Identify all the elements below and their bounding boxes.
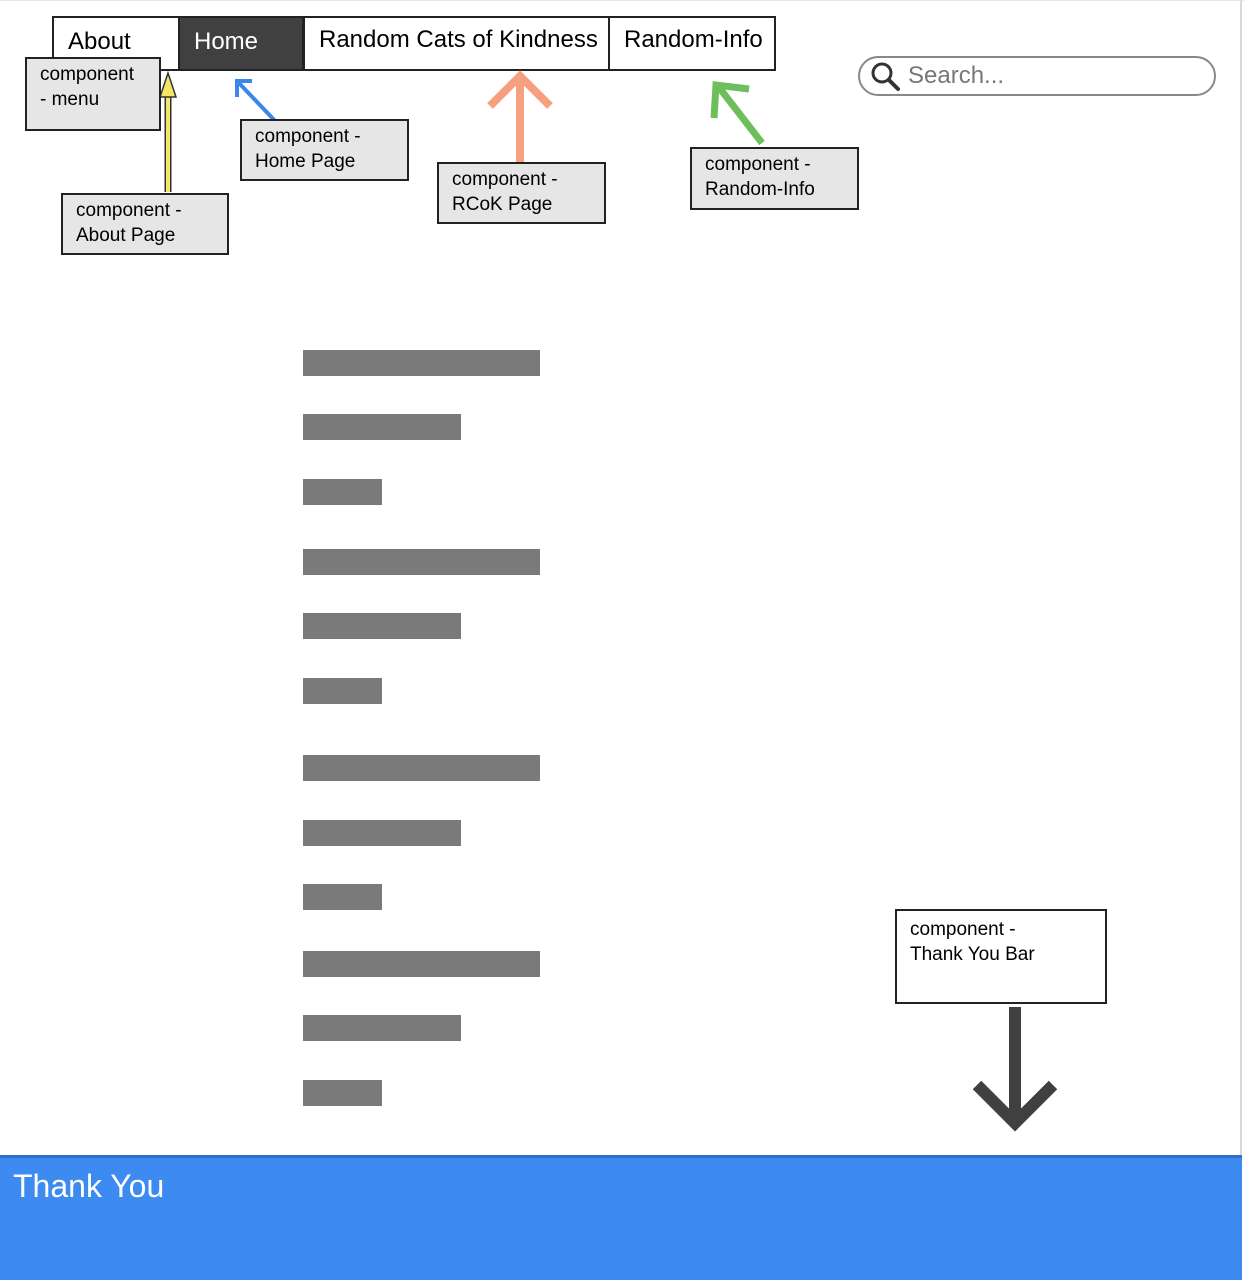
- annotation-line: Home Page: [255, 151, 356, 172]
- placeholder-bar: [303, 951, 540, 977]
- placeholder-bar: [303, 1015, 461, 1041]
- annotation-line: component -: [255, 126, 361, 147]
- annotation-rcok-page: component - RCoK Page: [437, 162, 606, 224]
- annotation-line: component -: [705, 154, 811, 175]
- annotation-thank-you-bar: component - Thank You Bar: [895, 909, 1107, 1004]
- placeholder-bar: [303, 613, 461, 639]
- placeholder-bar: [303, 678, 382, 704]
- search-icon[interactable]: [868, 59, 902, 93]
- placeholder-bar: [303, 1080, 382, 1106]
- placeholder-bar: [303, 350, 540, 376]
- annotation-line: Random-Info: [705, 179, 815, 200]
- search-box[interactable]: [858, 56, 1216, 96]
- annotation-line: RCoK Page: [452, 194, 553, 215]
- home-arrow: [235, 79, 280, 126]
- annotation-line: component -: [910, 919, 1016, 940]
- placeholder-bar: [303, 479, 382, 505]
- annotation-line: component -: [76, 200, 182, 221]
- annotation-line: component: [40, 64, 135, 85]
- placeholder-bar: [303, 884, 382, 910]
- tab-random-info[interactable]: Random-Info: [608, 16, 776, 71]
- annotation-random-info: component - Random-Info: [690, 147, 859, 210]
- placeholder-bar: [303, 820, 461, 846]
- annotation-home-page: component - Home Page: [240, 119, 409, 181]
- tab-random-cats-of-kindness[interactable]: Random Cats of Kindness: [303, 16, 610, 71]
- about-arrow: [158, 70, 178, 192]
- tab-home[interactable]: Home: [178, 16, 304, 71]
- placeholder-bar: [303, 755, 540, 781]
- thank-you-arrow: [972, 1007, 1058, 1132]
- placeholder-bar: [303, 414, 461, 440]
- annotation-component-menu: component - menu: [25, 57, 161, 131]
- thank-you-bar: Thank You: [0, 1155, 1242, 1280]
- annotation-line: About Page: [76, 225, 176, 246]
- placeholder-bar: [303, 549, 540, 575]
- annotation-about-page: component - About Page: [61, 193, 229, 255]
- random-info-arrow: [710, 81, 765, 146]
- annotation-line: - menu: [40, 89, 100, 110]
- thank-you-text: Thank You: [13, 1168, 165, 1204]
- annotation-line: Thank You Bar: [910, 944, 1035, 965]
- search-input[interactable]: [906, 61, 1210, 91]
- frame-top-border: [0, 0, 1244, 1]
- frame-right-border: [1240, 0, 1242, 1280]
- annotation-line: component -: [452, 169, 558, 190]
- rcok-arrow: [487, 70, 553, 163]
